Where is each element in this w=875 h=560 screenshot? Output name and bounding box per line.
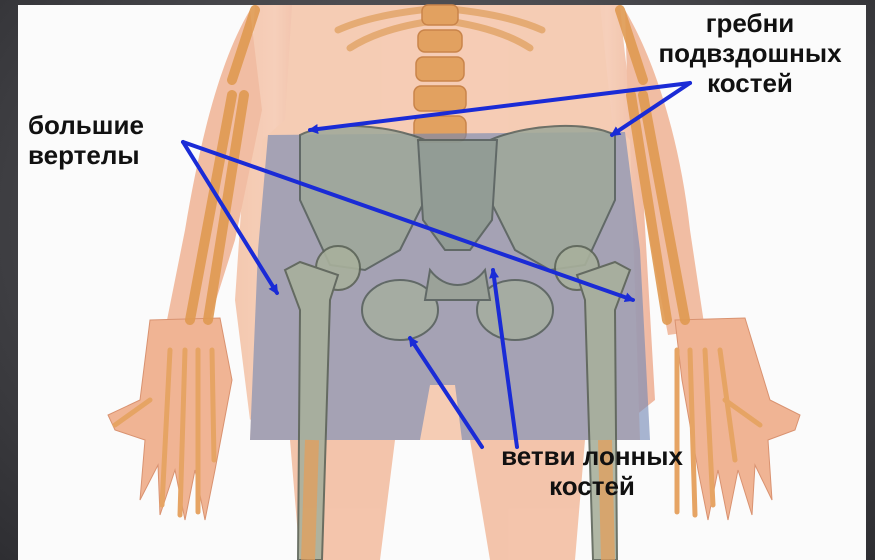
label-greater-trochanters: большие вертелы <box>28 110 144 170</box>
label-iliac-crests: гребни подвздошных костей <box>634 8 866 98</box>
label-line: подвздошных <box>634 38 866 68</box>
label-line: костей <box>634 68 866 98</box>
label-pubic-rami: ветви лонных костей <box>476 441 708 501</box>
label-line: костей <box>476 471 708 501</box>
label-line: большие <box>28 110 144 140</box>
label-line: ветви лонных <box>476 441 708 471</box>
label-line: вертелы <box>28 140 144 170</box>
label-line: гребни <box>634 8 866 38</box>
